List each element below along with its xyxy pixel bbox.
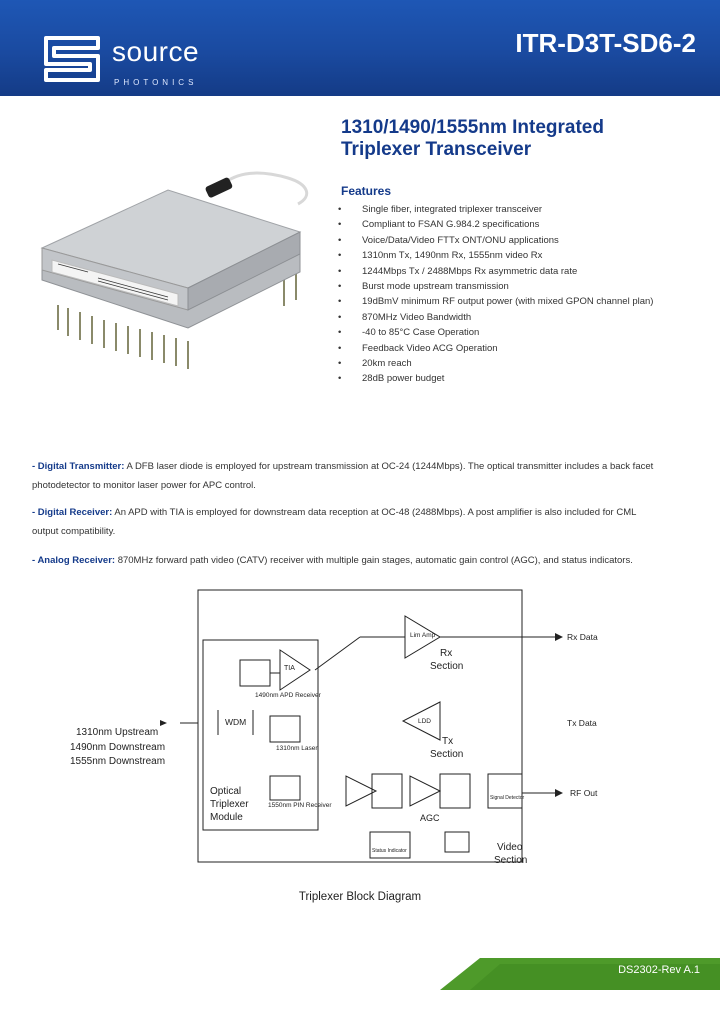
downstream-1490-label: 1490nm Downstream [70, 742, 166, 753]
paragraph-label: - Digital Receiver: [32, 507, 113, 518]
features-heading: Features [341, 184, 392, 198]
module-label-2: Triplexer [210, 799, 249, 810]
bullet: • [338, 296, 342, 308]
part-number: ITR-D3T-SD6-2 [515, 28, 696, 58]
footer-bar [440, 958, 720, 990]
list-item: •-40 to 85°C Case Operation [338, 325, 653, 340]
bullet: • [338, 204, 342, 215]
rx-section-label-2: Section [430, 661, 464, 672]
logo-mark-icon [44, 36, 100, 82]
list-item: •19dBmV minimum RF output power (with mi… [338, 294, 653, 309]
list-item: •Burst mode upstream transmission [338, 279, 653, 294]
optical-module-box [202, 639, 319, 831]
product-image [40, 171, 309, 369]
digital-receiver-paragraph: - Digital Receiver: An APD with TIA is e… [32, 507, 637, 537]
video-section-label-1: Video [497, 842, 523, 853]
bullet: • [338, 357, 342, 369]
bullet: • [338, 250, 342, 262]
tia-label: TIA [284, 665, 295, 672]
bullet: • [338, 280, 342, 292]
analog-receiver-paragraph: - Analog Receiver: 870MHz forward path v… [32, 555, 633, 566]
outer-box [197, 589, 523, 863]
bullet: • [338, 234, 342, 246]
agc-label: AGC [420, 813, 440, 823]
apd-receiver-label: 1490nm APD Receiver [255, 692, 321, 699]
list-item: •870MHz Video Bandwidth [338, 310, 653, 325]
title-line-2: Triplexer Transceiver [341, 139, 532, 160]
tx-data-label: Tx Data [567, 718, 597, 728]
bullet: • [338, 327, 342, 339]
downstream-1555-label: 1555nm Downstream [70, 756, 166, 767]
logo-word: source [112, 36, 200, 67]
bullet: • [338, 265, 342, 277]
logo-subtitle: PHOTONICS [114, 78, 198, 87]
upstream-label: 1310nm Upstream [76, 727, 159, 738]
block-diagram [160, 589, 563, 863]
lim-amp-label: Lim Amp [410, 632, 436, 639]
tx-section-label-2: Section [430, 749, 464, 760]
list-item: •1244Mbps Tx / 2488Mbps Rx asymmetric da… [338, 264, 653, 279]
list-item: •Compliant to FSAN G.984.2 specification… [338, 217, 653, 232]
ldd-label: LDD [418, 718, 432, 725]
video-section-label-2: Section [494, 855, 528, 866]
header-banner: source PHOTONICS ITR-D3T-SD6-2 [0, 0, 720, 96]
paragraph-label: - Digital Transmitter: [32, 461, 125, 472]
list-item: •28dB power budget [338, 371, 653, 386]
status-indicator-label: Status Indicator [372, 848, 407, 854]
laser-label: 1310nm Laser [276, 745, 318, 752]
wdm-label: WDM [225, 717, 247, 727]
signal-detector-label: Signal Detector [490, 795, 525, 801]
bullet: • [338, 342, 342, 354]
tx-section-label-1: Tx [442, 736, 454, 747]
list-item: •20km reach [338, 356, 653, 371]
features-list: •Single fiber, integrated triplexer tran… [338, 202, 653, 387]
revision-label: DS2302-Rev A.1 [618, 964, 700, 976]
list-item: •Voice/Data/Video FTTx ONT/ONU applicati… [338, 233, 653, 248]
paragraph-label: - Analog Receiver: [32, 555, 116, 566]
module-label-1: Optical [210, 786, 242, 797]
rx-section-label-1: Rx [440, 648, 453, 659]
source-photonics-logo: source PHOTONICS [40, 34, 220, 90]
module-label-3: Module [210, 812, 243, 823]
digital-transmitter-paragraph: - Digital Transmitter: A DFB laser diode… [32, 461, 654, 491]
rx-data-label: Rx Data [567, 632, 598, 642]
bullet: • [338, 219, 342, 231]
bullet: • [338, 311, 342, 323]
bullet: • [338, 373, 342, 385]
list-item: •Feedback Video ACG Operation [338, 341, 653, 356]
document-title: 1310/1490/1555nm Integrated Triplexer Tr… [341, 117, 604, 161]
list-item: •Single fiber, integrated triplexer tran… [338, 202, 653, 217]
pin-receiver-label: 1550nm PIN Receiver [268, 802, 332, 809]
title-line-1: 1310/1490/1555nm Integrated [341, 117, 604, 138]
rf-out-label: RF Out [570, 788, 598, 798]
list-item: •1310nm Tx, 1490nm Rx, 1555nm video Rx [338, 248, 653, 263]
diagram-caption: Triplexer Block Diagram [298, 891, 422, 903]
